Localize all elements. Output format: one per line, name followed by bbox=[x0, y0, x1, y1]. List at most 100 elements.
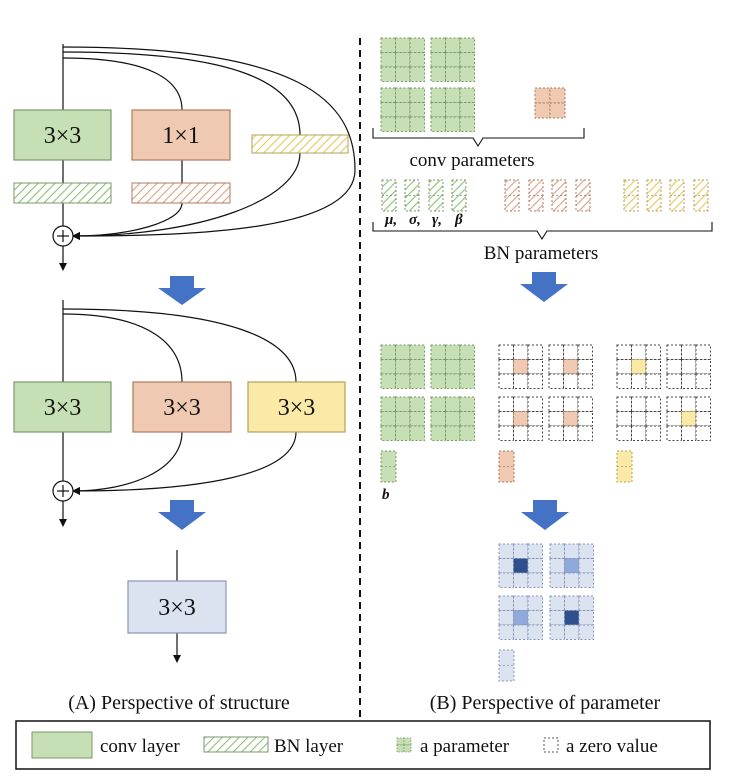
zero-cell bbox=[548, 373, 564, 389]
param-cell bbox=[409, 52, 425, 68]
zero-cell bbox=[513, 396, 529, 412]
zero-cell bbox=[645, 344, 661, 360]
zero-cell bbox=[695, 359, 711, 375]
bn-symbol-mu: μ, bbox=[384, 212, 397, 228]
param-cell bbox=[395, 425, 411, 441]
param-cell bbox=[513, 543, 529, 559]
param-cell bbox=[681, 411, 697, 427]
zero-cell bbox=[577, 396, 593, 412]
fused-green-kernel-4 bbox=[430, 396, 475, 441]
bn-green-layer bbox=[13, 182, 112, 204]
param-cell bbox=[409, 425, 425, 441]
zero-cell bbox=[695, 373, 711, 389]
param-cell bbox=[409, 37, 425, 53]
param-cell bbox=[380, 66, 396, 82]
add-node-1 bbox=[52, 225, 74, 247]
bn-symbol-beta: β bbox=[454, 212, 463, 228]
zero-cell bbox=[577, 344, 593, 360]
param-cell bbox=[564, 624, 580, 640]
zero-cell bbox=[666, 344, 682, 360]
param-cell bbox=[409, 344, 425, 360]
zero-cell bbox=[563, 344, 579, 360]
param-cell bbox=[513, 359, 529, 375]
zero-cell bbox=[645, 425, 661, 441]
bn-green-param-3 bbox=[428, 179, 444, 212]
param-cell bbox=[445, 87, 461, 103]
param-cell bbox=[498, 610, 514, 626]
zero-cell bbox=[527, 396, 543, 412]
param-cell bbox=[527, 624, 543, 640]
bn-cell bbox=[575, 179, 591, 212]
zero-cell bbox=[666, 425, 682, 441]
param-cell bbox=[459, 66, 475, 82]
identity-kernel-2 bbox=[666, 344, 711, 389]
param-cell bbox=[430, 396, 446, 412]
param-cell bbox=[380, 87, 396, 103]
zero-cell bbox=[666, 396, 682, 412]
param-cell bbox=[549, 610, 565, 626]
zero-cell bbox=[548, 344, 564, 360]
zero-cell bbox=[498, 396, 514, 412]
bn-cell bbox=[404, 179, 420, 212]
merged-kernel-3 bbox=[498, 595, 543, 640]
param-cell bbox=[380, 411, 396, 427]
param-cell bbox=[445, 359, 461, 375]
param-cell bbox=[380, 344, 396, 360]
merged-kernel-4 bbox=[549, 595, 594, 640]
param-cell bbox=[409, 66, 425, 82]
param-cell bbox=[527, 558, 543, 574]
conv3x3-kernel-4 bbox=[430, 87, 475, 132]
param-cell bbox=[380, 116, 396, 132]
parameter-panel: conv parameters μ, σ, γ, β BN parameters… bbox=[372, 37, 713, 714]
param-cell bbox=[395, 359, 411, 375]
param-cell bbox=[534, 102, 551, 119]
zero-cell bbox=[616, 396, 632, 412]
bn-yellow-param-4 bbox=[693, 179, 709, 212]
param-cell bbox=[459, 87, 475, 103]
bn-symbol-sigma: σ, bbox=[409, 212, 421, 228]
param-cell bbox=[549, 558, 565, 574]
zero-cell bbox=[616, 344, 632, 360]
param-cell bbox=[380, 359, 396, 375]
zero-cell bbox=[498, 373, 514, 389]
param-cell bbox=[445, 425, 461, 441]
zero-cell bbox=[666, 359, 682, 375]
param-cell bbox=[445, 102, 461, 118]
param-cell bbox=[380, 102, 396, 118]
param-cell bbox=[445, 66, 461, 82]
zero-cell bbox=[631, 396, 647, 412]
structure-caption: (A) Perspective of structure bbox=[68, 692, 290, 714]
transition-arrow-3 bbox=[520, 272, 568, 302]
zero-cell bbox=[498, 411, 514, 427]
param-cell bbox=[578, 543, 594, 559]
param-cell bbox=[445, 116, 461, 132]
param-cell bbox=[409, 396, 425, 412]
conv1x1-block bbox=[131, 109, 231, 161]
conv3x3-kernel-3 bbox=[380, 87, 425, 132]
conv3x3-block-a bbox=[13, 381, 112, 433]
param-cell bbox=[395, 373, 411, 389]
param-cell bbox=[498, 624, 514, 640]
param-cell bbox=[409, 359, 425, 375]
zero-cell bbox=[577, 411, 593, 427]
zero-cell bbox=[631, 411, 647, 427]
zero-cell bbox=[645, 396, 661, 412]
conv3x3-label-a: 3×3 bbox=[44, 395, 82, 421]
zero-cell bbox=[577, 359, 593, 375]
param-cell bbox=[430, 116, 446, 132]
param-cell bbox=[549, 543, 565, 559]
param-cell bbox=[459, 359, 475, 375]
zero-cell bbox=[498, 344, 514, 360]
fused-orange-kernel-2 bbox=[548, 344, 593, 389]
bn-orange-param-1 bbox=[504, 179, 520, 212]
param-cell bbox=[409, 373, 425, 389]
legend-conv-swatch bbox=[31, 731, 93, 759]
param-cell bbox=[395, 37, 411, 53]
param-cell bbox=[498, 572, 514, 588]
param-cell bbox=[578, 595, 594, 611]
param-cell bbox=[380, 425, 396, 441]
zero-cell bbox=[695, 425, 711, 441]
bias-symbol: b bbox=[382, 487, 390, 503]
param-cell bbox=[578, 610, 594, 626]
bn-symbol-gamma: γ, bbox=[432, 212, 442, 228]
